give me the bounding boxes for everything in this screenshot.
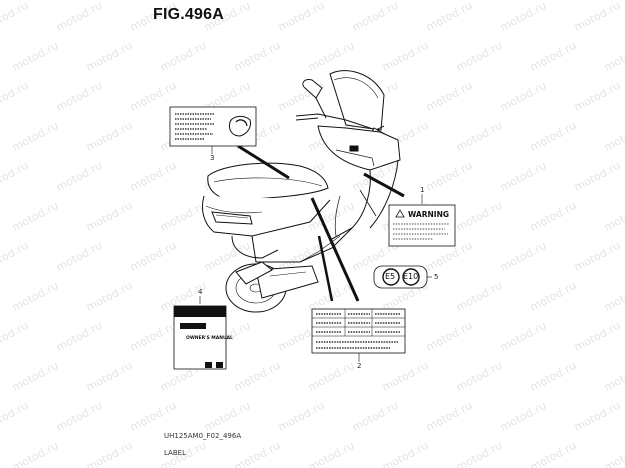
warning-triangle-icon [395,209,405,218]
figure-code: UH125AM0_F02_496A [164,432,242,440]
label-part-3 [169,106,257,147]
callout-5: 5 [434,273,439,281]
part-4-owners-manual [173,305,227,370]
part-5-fuel-marks [373,265,428,289]
leader-line-3 [237,144,290,180]
owners-manual-text: OWNER'S MANUAL [186,336,233,341]
figure-title: FIG.496A [153,6,224,23]
e5-circle [382,268,400,286]
leader-line-1 [363,172,405,198]
label-part-2 [311,308,406,354]
callout-1: 1 [420,186,425,194]
leader-lines [199,144,432,362]
mark-e10-text: E10 [403,272,419,281]
callout-2: 2 [357,362,362,370]
label-part-1 [388,204,456,247]
figure-caption: LABEL [164,449,186,457]
callout-4: 4 [198,288,203,296]
warning-heading: WARNING [408,210,450,219]
e10-circle [402,268,420,286]
scooter-drawing [201,70,401,313]
callout-3: 3 [210,154,215,162]
leader-line-2b [317,235,334,302]
leader-line-2a [310,197,360,302]
mark-e5-text: E5 [385,272,396,281]
